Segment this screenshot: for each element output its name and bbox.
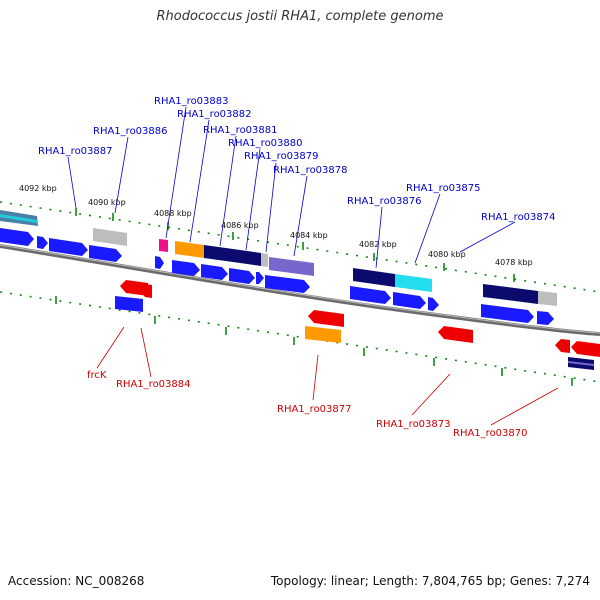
- callout-line: [140, 327, 152, 378]
- gene-label-frcK[interactable]: frcK: [87, 370, 107, 381]
- gene-label-ro03884[interactable]: RHA1_ro03884: [116, 379, 191, 390]
- scale-label-4080: 4080 kbp: [428, 250, 466, 259]
- gene-feature[interactable]: [483, 284, 538, 304]
- reverse-row: [115, 280, 600, 370]
- gene-feature[interactable]: [93, 228, 127, 246]
- genome-backbone: [0, 244, 600, 336]
- gene-label-ro03887[interactable]: RHA1_ro03887: [38, 146, 113, 157]
- gene-arrow[interactable]: [172, 260, 200, 276]
- map-title: Rhodococcus jostii RHA1, complete genome: [156, 9, 444, 24]
- callout-line: [414, 193, 441, 264]
- callout-line: [219, 135, 237, 247]
- gene-arrow[interactable]: [201, 264, 228, 280]
- gene-arrow[interactable]: [155, 256, 164, 269]
- scale-label-4078: 4078 kbp: [495, 258, 533, 267]
- callout-line: [114, 136, 129, 214]
- genome-summary-text: Topology: linear; Length: 7,804,765 bp; …: [270, 574, 590, 588]
- gene-arrow[interactable]: [308, 310, 344, 327]
- scale-label-4092: 4092 kbp: [19, 184, 57, 193]
- gene-feature[interactable]: [175, 241, 204, 258]
- gene-arrow[interactable]: [571, 341, 600, 357]
- gene-feature[interactable]: [305, 326, 341, 343]
- gene-feature[interactable]: [395, 274, 432, 292]
- gene-arrow[interactable]: [428, 297, 439, 311]
- gene-feature[interactable]: [538, 291, 557, 306]
- upper-track-guide: [0, 201, 600, 293]
- gene-arrow[interactable]: [0, 228, 34, 246]
- lower-major-ticks: [55, 296, 573, 386]
- scale-label-4088: 4088 kbp: [154, 209, 192, 218]
- callout-line: [96, 326, 125, 369]
- callout-line: [265, 162, 277, 253]
- gene-arrow[interactable]: [89, 245, 122, 262]
- gene-label-ro03883[interactable]: RHA1_ro03883: [154, 96, 229, 107]
- gene-arrow[interactable]: [393, 292, 426, 309]
- gene-arrow[interactable]: [481, 304, 534, 323]
- gene-label-ro03877[interactable]: RHA1_ro03877: [277, 404, 352, 415]
- gene-arrow[interactable]: [229, 268, 255, 284]
- scale-label-4084: 4084 kbp: [290, 231, 328, 240]
- gene-arrow[interactable]: [350, 286, 391, 304]
- gene-label-ro03873[interactable]: RHA1_ro03873: [376, 419, 451, 430]
- forward-callout-lines: [67, 106, 516, 269]
- callout-line: [490, 387, 559, 426]
- gene-feature[interactable]: [115, 296, 143, 312]
- forward-inner-row: [0, 228, 554, 325]
- gene-feature[interactable]: [159, 239, 168, 252]
- callout-line: [293, 175, 308, 257]
- gene-feature[interactable]: [568, 361, 594, 366]
- gene-feature[interactable]: [261, 253, 268, 267]
- gene-label-ro03870[interactable]: RHA1_ro03870: [453, 428, 528, 439]
- forward-gene-labels: RHA1_ro03887 RHA1_ro03886 RHA1_ro03883 R…: [38, 96, 556, 223]
- gene-arrow[interactable]: [140, 284, 152, 298]
- callout-line: [459, 221, 516, 253]
- reverse-callout-lines: [96, 326, 559, 426]
- gene-feature[interactable]: [204, 245, 233, 262]
- gene-arrow[interactable]: [265, 275, 310, 293]
- gene-label-ro03876[interactable]: RHA1_ro03876: [347, 196, 422, 207]
- callout-line: [245, 148, 261, 251]
- scale-label-4090: 4090 kbp: [88, 198, 126, 207]
- gene-feature[interactable]: [233, 249, 261, 266]
- gene-label-ro03875[interactable]: RHA1_ro03875: [406, 183, 481, 194]
- gene-label-ro03886[interactable]: RHA1_ro03886: [93, 126, 168, 137]
- scale-label-4086: 4086 kbp: [221, 221, 259, 230]
- accession-text: Accession: NC_008268: [8, 574, 145, 588]
- callout-line: [375, 206, 383, 269]
- gene-label-ro03879[interactable]: RHA1_ro03879: [244, 151, 319, 162]
- gene-arrow[interactable]: [49, 238, 88, 256]
- gene-feature[interactable]: [0, 214, 37, 223]
- gene-arrow[interactable]: [37, 236, 48, 249]
- gene-feature[interactable]: [353, 268, 395, 287]
- lower-track-guide: [0, 291, 600, 383]
- gene-arrow[interactable]: [555, 339, 570, 353]
- forward-outer-row: [0, 210, 557, 306]
- gene-label-ro03878[interactable]: RHA1_ro03878: [273, 165, 348, 176]
- scale-label-4082: 4082 kbp: [359, 240, 397, 249]
- gene-label-ro03881[interactable]: RHA1_ro03881: [203, 125, 278, 136]
- gene-arrow[interactable]: [256, 272, 264, 284]
- callout-line: [165, 106, 187, 239]
- callout-line: [67, 156, 77, 209]
- callout-line: [411, 373, 451, 416]
- gene-label-ro03882[interactable]: RHA1_ro03882: [177, 109, 252, 120]
- gene-arrow[interactable]: [438, 326, 473, 343]
- gene-feature[interactable]: [269, 257, 314, 276]
- gene-label-ro03874[interactable]: RHA1_ro03874: [481, 212, 556, 223]
- gene-arrow[interactable]: [537, 311, 554, 325]
- genome-backbone-highlight: [0, 244, 600, 334]
- reverse-gene-labels: frcK RHA1_ro03884 RHA1_ro03877 RHA1_ro03…: [87, 370, 528, 439]
- callout-line: [189, 119, 210, 243]
- callout-line: [312, 354, 319, 401]
- gene-label-ro03880[interactable]: RHA1_ro03880: [228, 138, 303, 149]
